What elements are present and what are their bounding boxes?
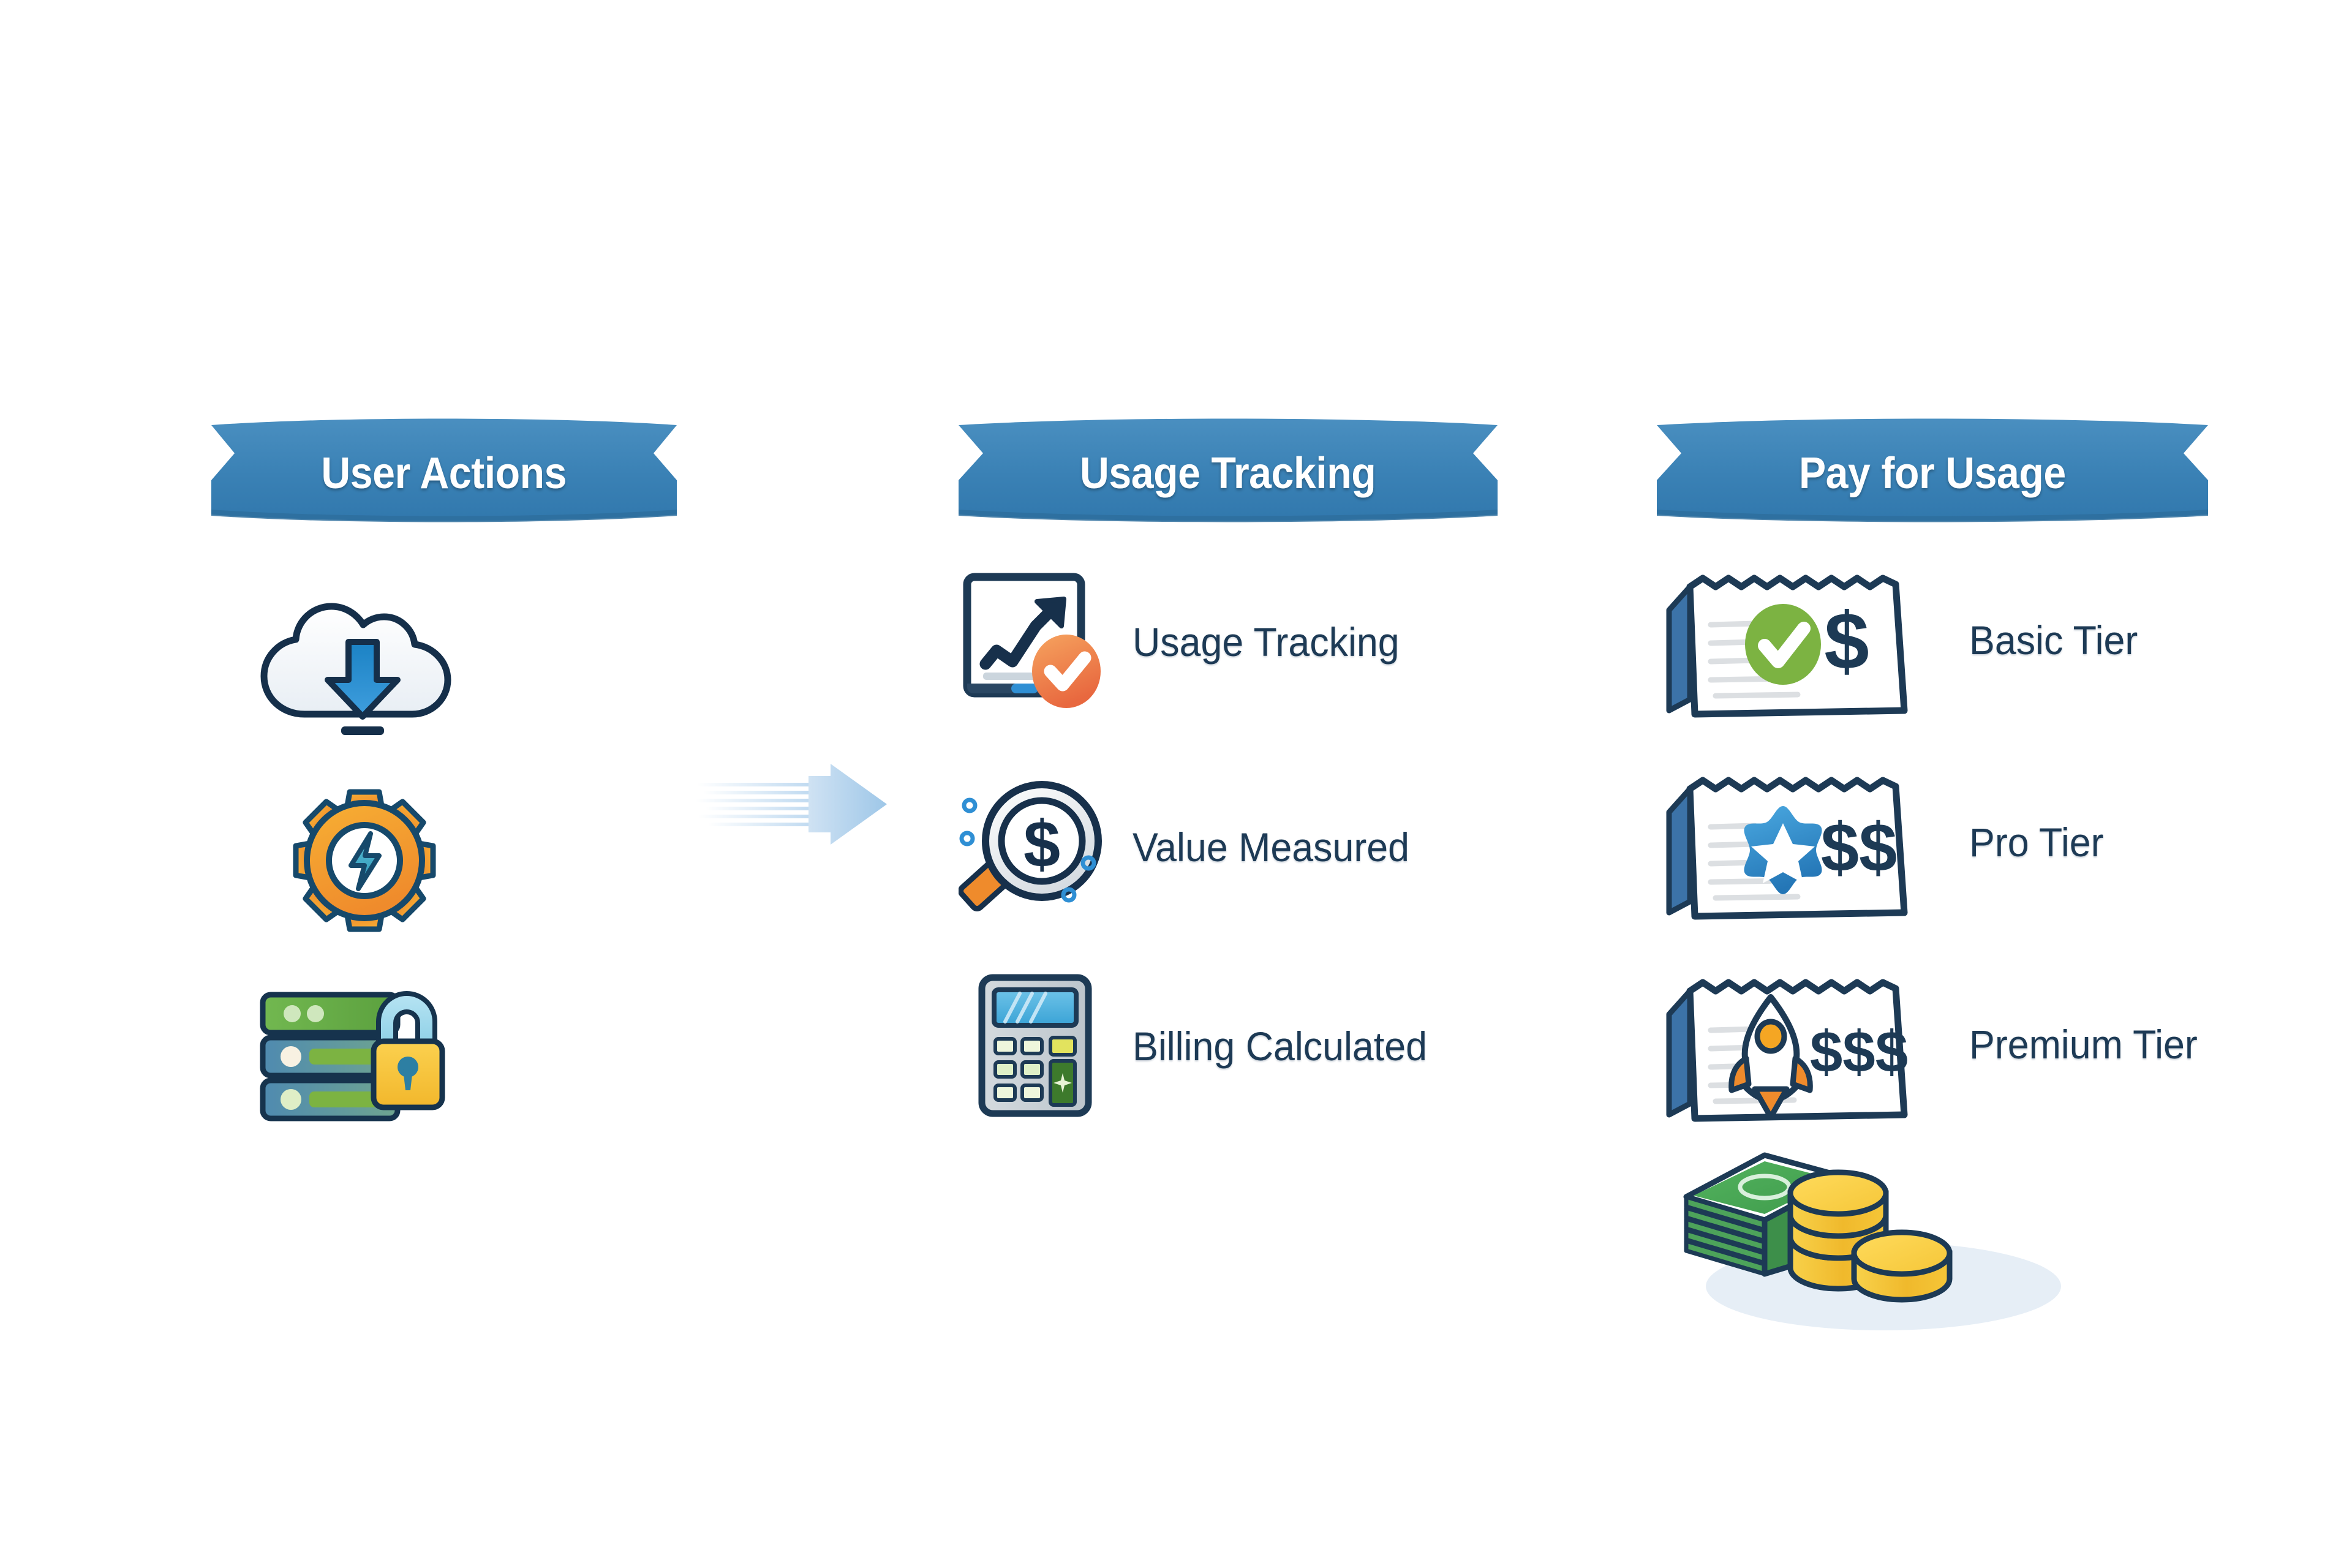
calculator-icon [978, 974, 1092, 1117]
column-pay-for-usage: Pay for Usage $ [1657, 417, 2208, 1122]
list-item[interactable]: $ Basic Tier [1657, 557, 2147, 723]
svg-text:$: $ [1023, 807, 1060, 881]
banner-label: Usage Tracking [1080, 448, 1376, 498]
banner-user-actions: User Actions [211, 417, 677, 530]
list-item-label: Pro Tier [1969, 820, 2104, 865]
list-item-label: Usage Tracking [1133, 619, 1400, 665]
banner-usage-tracking: Usage Tracking [959, 417, 1498, 530]
list-item-label: Billing Calculated [1133, 1023, 1427, 1069]
list-item-label: Value Measured [1133, 824, 1409, 870]
cash-and-coins-icon [1683, 1152, 2061, 1330]
list-item[interactable] [248, 594, 481, 747]
banner-pay-for-usage: Pay for Usage [1657, 417, 2208, 530]
ribbon-shape [211, 418, 677, 522]
receipt-check-icon: $ [1666, 575, 1908, 718]
list-item[interactable] [248, 974, 481, 1127]
flow-arrow-icon [696, 764, 887, 845]
gear-lightning-icon [293, 789, 436, 932]
list-item-label: Premium Tier [1969, 1022, 2198, 1067]
receipt-rocket-icon: $$$ [1666, 979, 1908, 1122]
ribbon-shape [1657, 418, 2208, 522]
ribbon-shape [959, 418, 1498, 522]
list-item-label: Basic Tier [1969, 617, 2138, 663]
list-item[interactable]: $ Value Measured [959, 775, 1424, 919]
price-label: $$$ [1810, 1019, 1908, 1085]
price-label: $$ [1821, 809, 1898, 886]
banner-label: Pay for Usage [1799, 448, 2066, 498]
banner-label: User Actions [321, 448, 567, 498]
chart-monitor-check-icon [963, 573, 1101, 708]
list-item[interactable]: $$ Pro Tier [1657, 760, 2111, 925]
list-item[interactable]: $$$ Premium Tier [1657, 962, 2209, 1127]
price-label: $ [1824, 596, 1869, 686]
list-item[interactable]: Usage Tracking [959, 570, 1414, 714]
magnifier-dollar-icon: $ [959, 781, 1102, 911]
column-user-actions: User Actions [211, 417, 677, 1121]
cloud-download-icon [260, 603, 451, 735]
column-usage-tracking: Usage Tracking [959, 417, 1498, 1117]
receipt-star-icon: $$ [1666, 777, 1908, 920]
list-item[interactable] [248, 784, 481, 937]
server-lock-icon [260, 991, 445, 1121]
list-item[interactable]: Billing Calculated [959, 974, 1442, 1118]
